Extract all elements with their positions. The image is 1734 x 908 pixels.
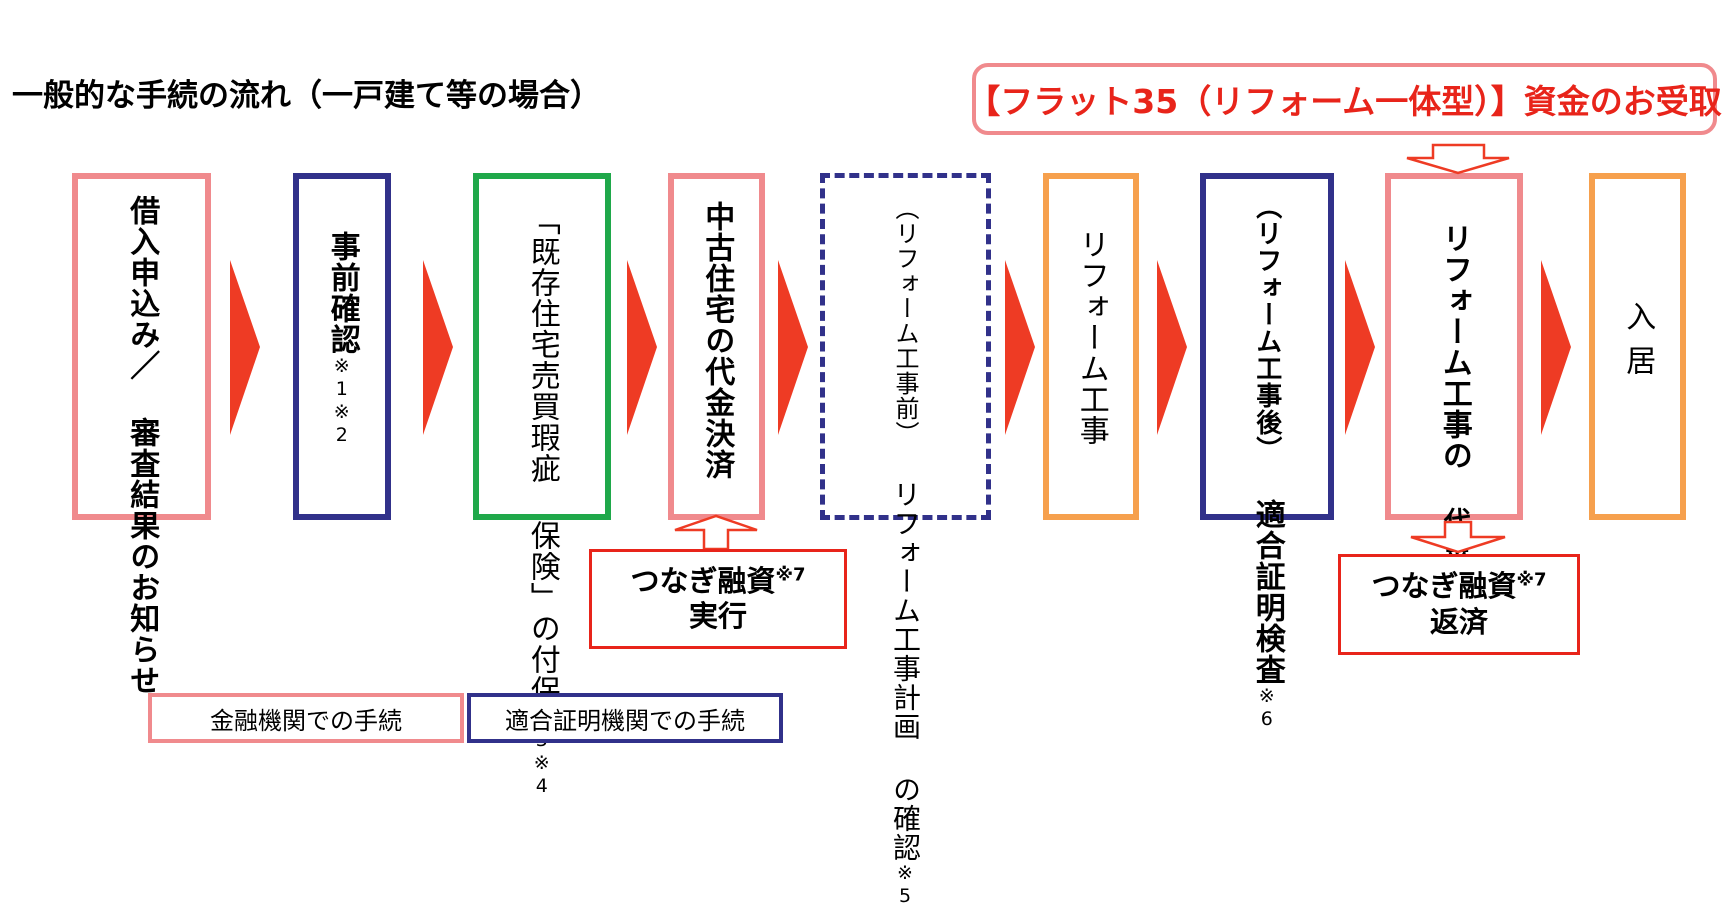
flow-arrow-4 (778, 260, 808, 435)
bridge-loan-repay-action: 返済 (1429, 604, 1488, 639)
bridge-loan-repay-note: ※7 (1516, 569, 1547, 591)
step-application-line1: 借入申込み／ (124, 195, 160, 381)
step-used-home-payment-label: 中古住宅の代金決済 (699, 201, 735, 480)
step-pre-check-label: 事前確認 (324, 231, 360, 355)
bridge-loan-exec-label: つなぎ融資 (630, 563, 776, 598)
step-move-in-label: 入居 (1620, 301, 1656, 389)
step-reform-payment: リフォーム工事の 代金決済 (1385, 173, 1523, 619)
legend-financial-institution: 金融機関での手続 (148, 693, 464, 743)
step-application: 借入申込み／ 審査結果のお知らせ (72, 173, 211, 696)
step-reform-payment-line1: リフォーム工事の (1436, 223, 1472, 471)
flow-arrow-6 (1157, 260, 1187, 435)
step-application-line2: 審査結果のお知らせ (124, 417, 160, 696)
bridge-loan-repay-label: つなぎ融資 (1371, 569, 1517, 604)
step-compliance-inspection-note: ※6 (1255, 685, 1278, 731)
step-move-in: 入居 (1589, 173, 1686, 520)
bridge-loan-repay-box: つなぎ融資※7 返済 (1338, 554, 1580, 655)
step-used-home-payment: 中古住宅の代金決済 (668, 173, 765, 520)
step-compliance-inspection-line1: （リフォーム工事後） (1251, 193, 1282, 463)
flow-arrow-2 (423, 260, 453, 435)
step-reform-plan-check: （リフォーム工事前） リフォーム工事計画 の確認※5 (820, 173, 991, 908)
step-reform-work-label: リフォーム工事 (1073, 229, 1109, 446)
legend-compliance-institution: 適合証明機関での手続 (467, 693, 783, 743)
step-reform-plan-check-note: ※5 (894, 862, 916, 908)
flow-arrow-3 (627, 260, 657, 435)
step-reform-work: リフォーム工事 (1043, 173, 1139, 520)
flow-arrow-5 (1005, 260, 1035, 435)
step-defect-insurance-line1: 「既存住宅売買瑕疵 (524, 205, 560, 484)
step-compliance-inspection-line2: 適合証明検査 (1249, 499, 1285, 685)
fund-receipt-banner: 【フラット35（リフォーム一体型）】資金のお受取 (967, 63, 1722, 135)
flow-arrow-8 (1541, 260, 1571, 435)
bridge-loan-exec-box: つなぎ融資※7 実行 (589, 549, 847, 649)
step-reform-plan-check-line1: （リフォーム工事前） (891, 196, 919, 446)
step-compliance-inspection: （リフォーム工事後） 適合証明検査※6 (1200, 173, 1334, 731)
flow-arrow-1 (230, 260, 260, 435)
page-title: 一般的な手続の流れ（一戸建て等の場合） (12, 78, 601, 114)
banner-down-arrow (1406, 143, 1510, 175)
step-pre-check-note: ※1※2 (330, 355, 353, 447)
bridge-loan-exec-note: ※7 (775, 563, 806, 585)
bridge-loan-exec-action: 実行 (688, 599, 747, 633)
bridge-exec-up-arrow (674, 514, 758, 551)
step-defect-insurance-line2: 保険」の付保 (524, 520, 560, 706)
step-defect-insurance: 「既存住宅売買瑕疵 保険」の付保※3※4 (473, 173, 611, 798)
flow-arrow-7 (1345, 260, 1375, 435)
step-reform-plan-check-line2: リフォーム工事計画 (889, 480, 922, 741)
step-reform-plan-check-line3: の確認 (889, 775, 922, 862)
step-pre-check: 事前確認※1※2 (293, 173, 391, 520)
